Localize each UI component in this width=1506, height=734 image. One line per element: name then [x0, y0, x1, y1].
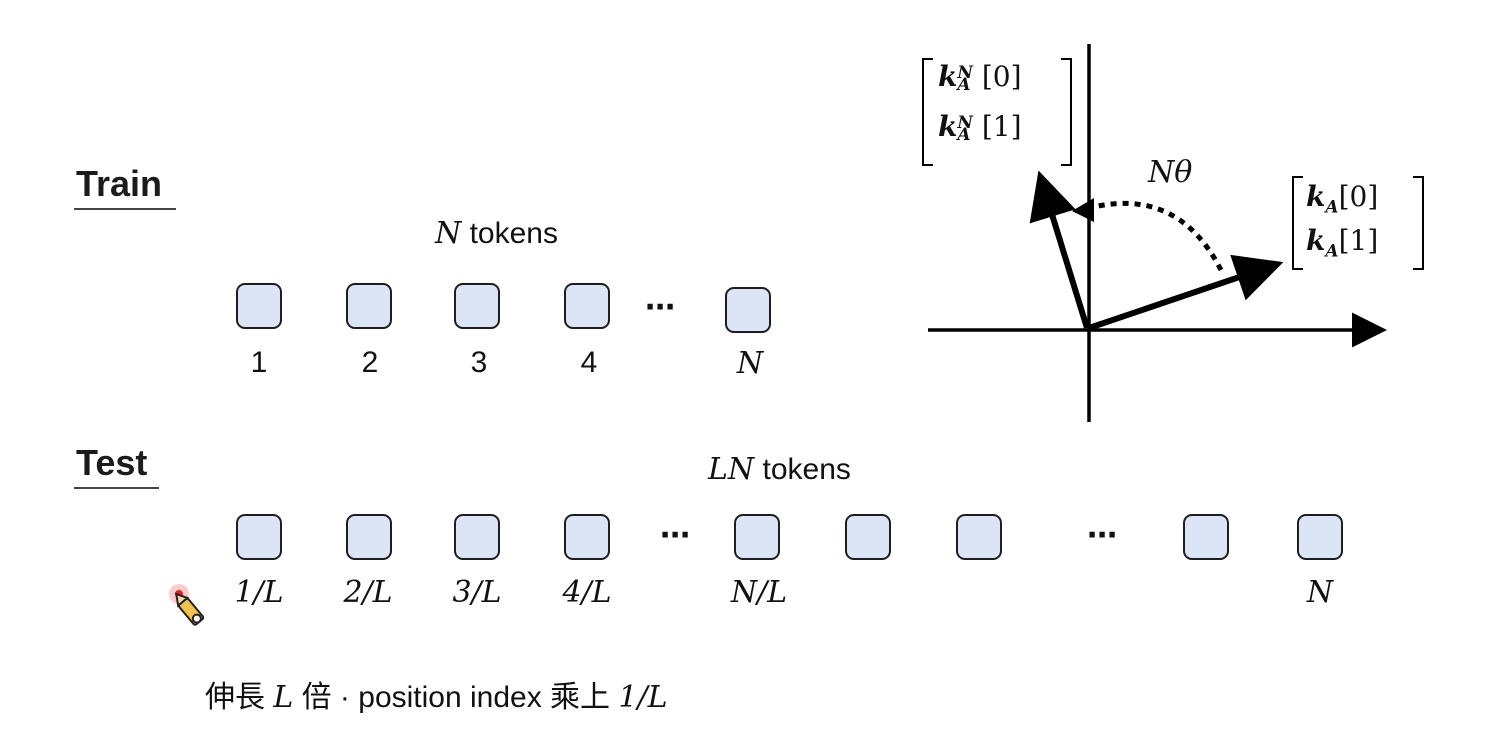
- test-token-4: [564, 514, 610, 560]
- train-heading-underline: [74, 208, 176, 210]
- train-token-3: [454, 283, 500, 329]
- test-heading-underline: [74, 487, 159, 489]
- train-position-1: 1: [250, 346, 268, 379]
- caption-part1: 伸長: [205, 681, 274, 714]
- test-token-count-var: LN: [708, 452, 755, 487]
- test-position-4: 4/L: [562, 575, 612, 610]
- test-position-n-over-l: N/L: [730, 575, 788, 610]
- train-ellipsis: ⋯: [645, 291, 676, 324]
- test-token-1: [236, 514, 282, 560]
- test-token-9: [1183, 514, 1229, 560]
- train-token-1: [236, 283, 282, 329]
- pencil-cursor-icon: [169, 584, 205, 626]
- test-ellipsis-1: ⋯: [660, 519, 691, 552]
- vector-rotated: [1029, 170, 1090, 329]
- angle-label: Nθ: [1148, 155, 1193, 190]
- original-vector-label: kA[0] kA[1]: [1292, 176, 1424, 270]
- rotation-arc-arrowhead: [1072, 198, 1094, 222]
- test-token-count-text: tokens: [754, 453, 851, 486]
- train-token-count-var: N: [435, 216, 462, 251]
- train-token-count-text: tokens: [461, 217, 558, 250]
- train-position-2: 2: [361, 346, 379, 379]
- test-position-n: N: [1306, 575, 1334, 610]
- caption-part2: 倍 · position index 乘上: [293, 681, 619, 714]
- test-token-6: [845, 514, 891, 560]
- test-token-7: [956, 514, 1002, 560]
- test-token-3: [454, 514, 500, 560]
- test-heading: Test: [76, 442, 148, 483]
- train-heading: Train: [76, 163, 163, 204]
- test-token-2: [346, 514, 392, 560]
- test-position-2: 2/L: [343, 575, 393, 610]
- train-position-4: 4: [580, 346, 598, 379]
- caption: 伸長 L 倍 · position index 乘上 1/L: [205, 672, 668, 716]
- train-token-4: [564, 283, 610, 329]
- train-token-2: [346, 283, 392, 329]
- test-ellipsis-2: ⋯: [1087, 519, 1118, 552]
- test-token-count: LN tokens: [708, 452, 851, 487]
- train-position-n: N: [736, 346, 764, 381]
- test-position-1: 1/L: [234, 575, 284, 610]
- train-token-n: [725, 287, 771, 333]
- train-token-count: N tokens: [435, 216, 558, 251]
- train-position-3: 3: [470, 346, 488, 379]
- test-position-3: 3/L: [452, 575, 502, 610]
- test-token-n: [1297, 514, 1343, 560]
- caption-part3: 1/L: [618, 680, 668, 715]
- rotation-arc: [1097, 200, 1224, 272]
- rotation-diagram: [928, 44, 1387, 422]
- caption-var: L: [273, 680, 294, 715]
- test-token-n-over-l: [734, 514, 780, 560]
- vector-original: [1088, 254, 1284, 331]
